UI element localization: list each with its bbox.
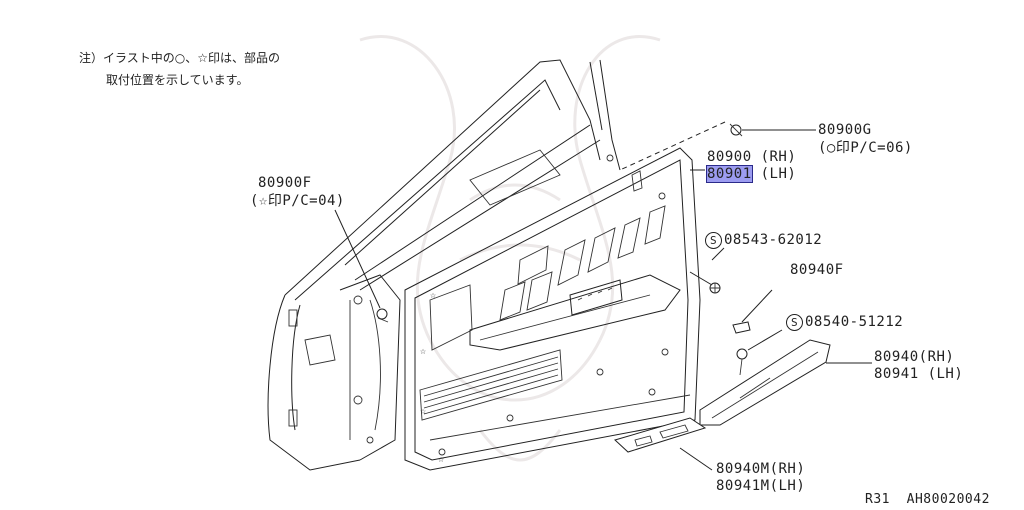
callout-80940f[interactable]: 80940F [790, 262, 844, 278]
callout-80901-lh[interactable]: 80901 (LH) [706, 165, 797, 183]
callout-80900f-note: (☆印P/C=04) [250, 193, 345, 209]
callout-80940m-rh[interactable]: 80940M(RH) [716, 461, 806, 477]
callout-80900g-partno[interactable]: 80900G [818, 122, 872, 138]
s-symbol-icon: S [705, 232, 722, 249]
door-shell [267, 59, 621, 471]
s-symbol-icon: S [786, 314, 803, 331]
callout-80900f-partno[interactable]: 80900F [258, 175, 312, 191]
leader-lines [334, 121, 872, 471]
svg-text:☆: ☆ [420, 346, 426, 357]
note-line-2: 取付位置を示しています。 [106, 73, 249, 87]
svg-text:☆: ☆ [420, 406, 426, 417]
callout-80940-rh[interactable]: 80940(RH) [874, 349, 955, 365]
svg-text:☆: ☆ [430, 290, 436, 301]
callout-80900g-note: (○印P/C=06) [818, 140, 913, 156]
callout-80941m-lh[interactable]: 80941M(LH) [716, 478, 806, 494]
highlighted-part-number[interactable]: 80901 [706, 165, 753, 183]
note-line-1: 注）イラスト中の○、☆印は、部品の [79, 51, 280, 65]
callout-80941-lh[interactable]: 80941 (LH) [874, 366, 964, 382]
diagram-code: R31 AH80020042 [865, 492, 990, 507]
door-trim-panel: ☆ ☆ ☆ ☆ [404, 147, 701, 471]
svg-text:☆: ☆ [438, 454, 444, 465]
callout-80900-rh[interactable]: 80900 (RH) [707, 149, 797, 165]
